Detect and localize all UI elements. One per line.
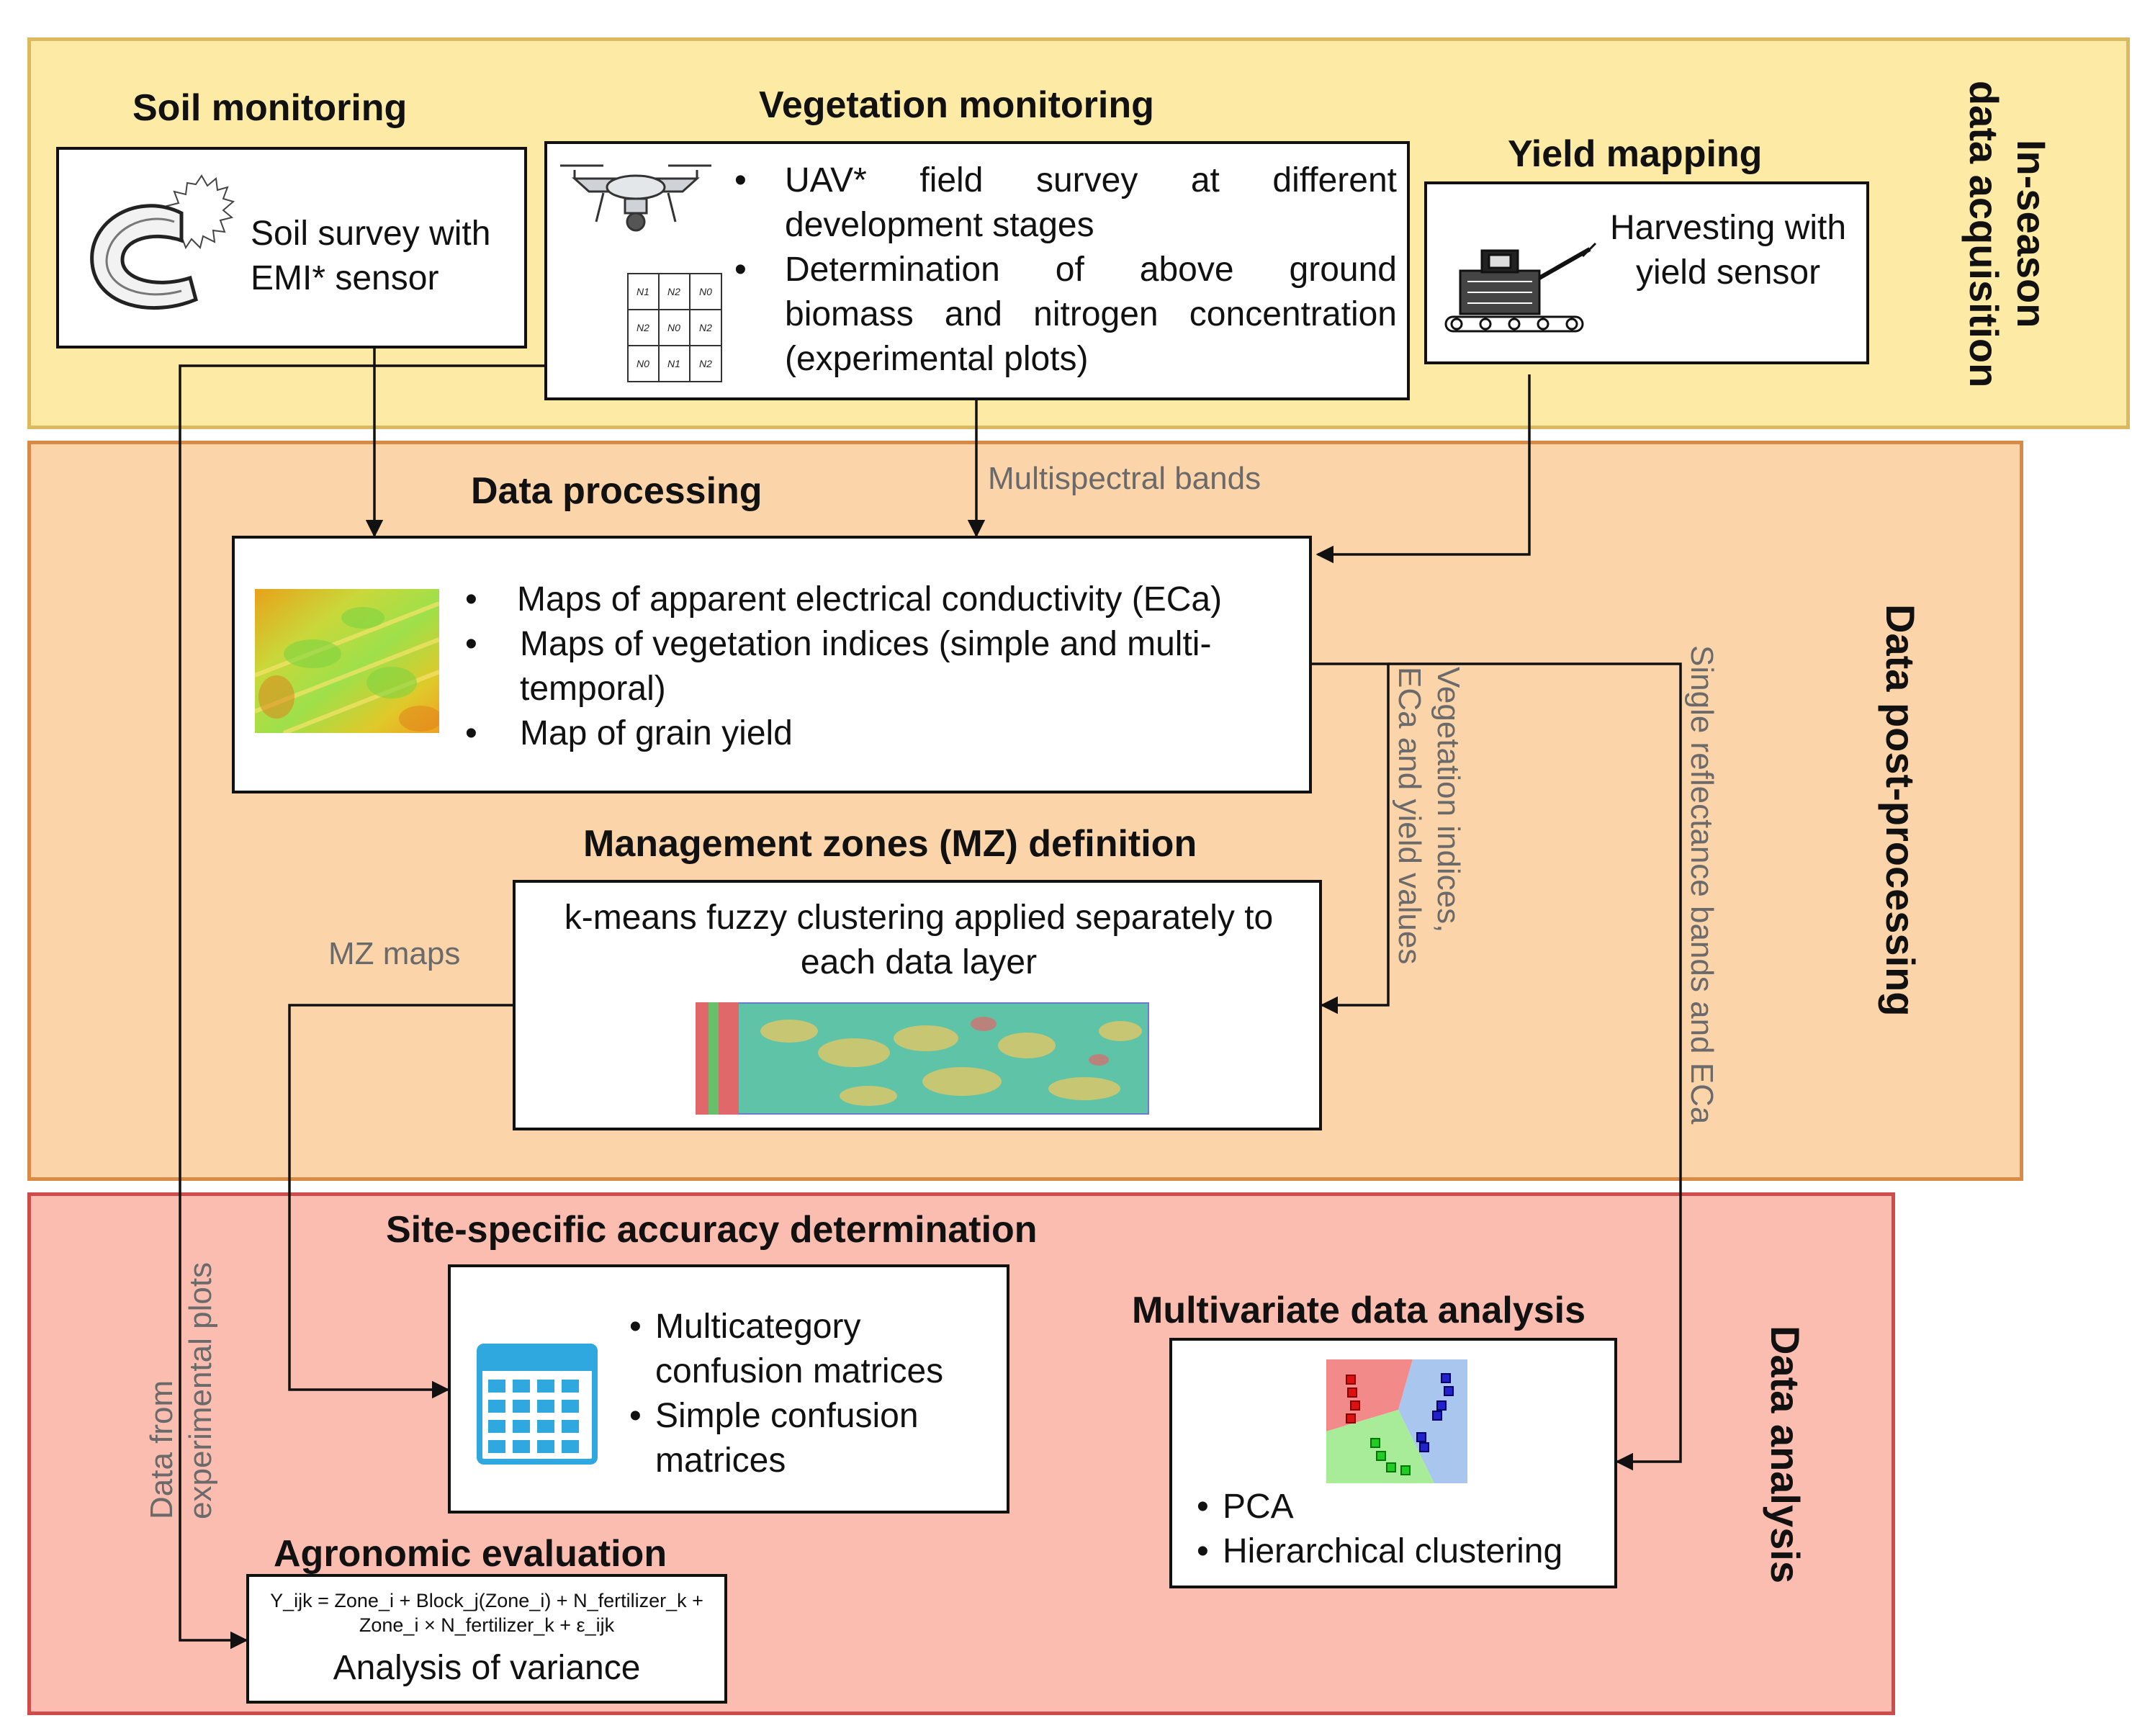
processing-bullet: Maps of vegetation indices (simple and m… xyxy=(520,625,1212,708)
accuracy-bullet: Multicategory confusion matrices xyxy=(655,1308,944,1390)
accuracy-box: • Multicategory confusion matrices • Sim… xyxy=(448,1264,1009,1514)
mz-title: Management zones (MZ) definition xyxy=(583,823,1197,865)
processing-box: • Maps of apparent electrical conductivi… xyxy=(232,536,1312,793)
plot-label: N0 xyxy=(667,322,680,333)
arrow-yield-to-processing xyxy=(1315,374,1531,564)
stage-label-acquisition: In-season data acquisition xyxy=(1961,80,2054,388)
vegetation-bullet: UAV* field survey at different developme… xyxy=(785,161,1397,244)
arrow-mz-to-accuracy xyxy=(288,1004,513,1399)
yield-text: Harvesting with yield sensor xyxy=(1609,209,1847,292)
vegetation-index-map xyxy=(255,589,439,733)
table-icon xyxy=(477,1344,598,1465)
arrow-plots-to-agronomic xyxy=(179,364,547,1650)
plot-label: N2 xyxy=(699,322,712,333)
vegetation-title: Vegetation monitoring xyxy=(759,84,1154,126)
label-single-reflectance: Single reflectance bands and ECa xyxy=(1684,645,1719,1125)
multivariate-bullet: PCA xyxy=(1223,1488,1294,1526)
label-multispectral-bands: Multispectral bands xyxy=(988,461,1261,496)
plot-label: N2 xyxy=(699,358,712,369)
accuracy-title: Site-specific accuracy determination xyxy=(386,1209,1038,1251)
yield-title: Yield mapping xyxy=(1508,133,1763,175)
management-zone-map xyxy=(696,1002,1149,1115)
vegetation-box: N1 N2 N0 N2 N0 N2 N0 N1 N2 • UAV* field … xyxy=(544,141,1410,400)
multivariate-title: Multivariate data analysis xyxy=(1132,1290,1586,1331)
stage-label-analysis: Data analysis xyxy=(1763,1326,1808,1583)
label-vegetation-indices: Vegetation indices, ECa and yield values xyxy=(1392,667,1466,965)
stage-label-post-processing: Data post-processing xyxy=(1878,603,1923,1017)
uav-drone-icon xyxy=(560,164,711,232)
plot-label: N2 xyxy=(637,322,649,333)
plot-label: N2 xyxy=(667,286,680,297)
soil-title: Soil monitoring xyxy=(132,87,408,129)
anova-formula-line1: Y_ijk = Zone_i + Block_j(Zone_i) + N_fer… xyxy=(270,1590,703,1611)
processing-bullet: Map of grain yield xyxy=(520,714,793,752)
anova-formula-line2: Zone_i × N_fertilizer_k + ε_ijk xyxy=(359,1614,615,1636)
mz-text: k-means fuzzy clustering applied separat… xyxy=(564,899,1274,981)
mz-box: k-means fuzzy clustering applied separat… xyxy=(513,880,1322,1130)
agronomic-box: Y_ijk = Zone_i + Block_j(Zone_i) + N_fer… xyxy=(246,1574,727,1704)
agronomic-title: Agronomic evaluation xyxy=(274,1533,667,1575)
emi-sensor-icon xyxy=(90,174,235,310)
soil-box: Soil survey with EMI* sensor xyxy=(56,147,527,348)
soil-text: Soil survey with EMI* sensor xyxy=(251,215,491,297)
arrow-processing-to-multivariate xyxy=(1388,662,1682,1471)
plot-label: N1 xyxy=(637,286,649,297)
multivariate-bullet: Hierarchical clustering xyxy=(1223,1532,1563,1570)
plot-label: N0 xyxy=(637,358,649,369)
yield-box: Harvesting with yield sensor xyxy=(1424,181,1869,364)
processing-bullet: Maps of apparent electrical conductivity… xyxy=(517,580,1223,619)
accuracy-bullet: Simple confusion matrices xyxy=(655,1397,919,1480)
plot-grid-icon: N1 N2 N0 N2 N0 N2 N0 N1 N2 xyxy=(627,273,722,382)
plot-label: N0 xyxy=(699,286,712,297)
multivariate-box: • PCA • Hierarchical clustering xyxy=(1169,1338,1617,1588)
label-mz-maps: MZ maps xyxy=(328,936,461,971)
agronomic-text: Analysis of variance xyxy=(333,1649,641,1687)
arrow-processing-to-mz xyxy=(1312,662,1390,1015)
vegetation-bullet: Determination of above ground biomass an… xyxy=(785,251,1397,378)
plot-label: N1 xyxy=(667,358,680,369)
label-experimental-plots: Data from experimental plots xyxy=(144,1261,218,1519)
harvester-icon xyxy=(1444,242,1597,333)
cluster-plot-icon xyxy=(1326,1359,1467,1483)
processing-title: Data processing xyxy=(471,470,763,512)
